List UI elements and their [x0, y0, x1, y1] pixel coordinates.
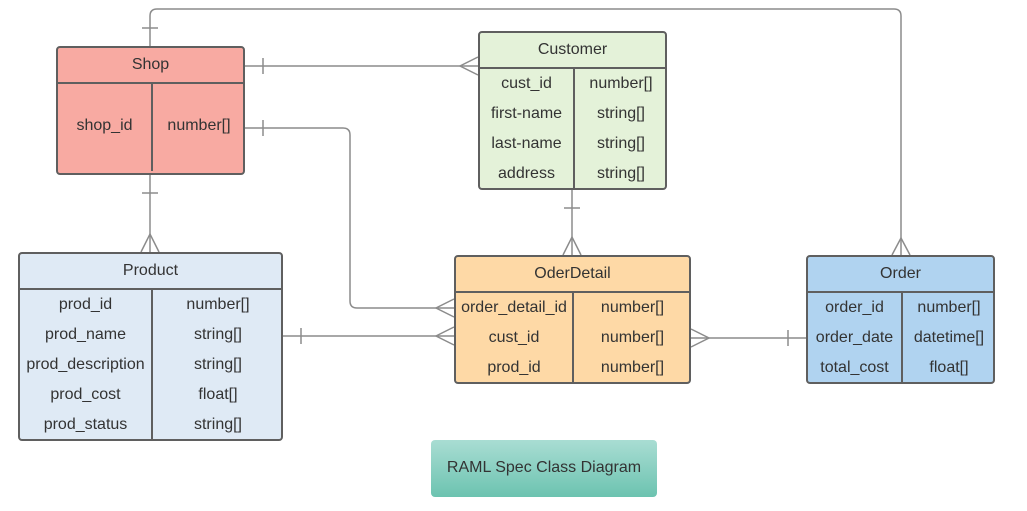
- field-row: shop_id number[]: [58, 111, 243, 141]
- field-row: address string[]: [480, 159, 665, 188]
- field-name: order_id: [825, 299, 884, 316]
- entity-customer[interactable]: Customer cust_id number[] first-name str…: [478, 31, 667, 190]
- entity-body: order_detail_id number[] cust_id number[…: [456, 293, 689, 382]
- field-type: string[]: [596, 165, 645, 182]
- field-name: prod_description: [26, 356, 145, 373]
- entity-shop[interactable]: Shop shop_id number[]: [56, 46, 245, 175]
- entity-body: shop_id number[]: [58, 84, 243, 171]
- field-name: order_date: [815, 329, 894, 346]
- entity-oderdetail[interactable]: OderDetail order_detail_id number[] cust…: [454, 255, 691, 384]
- field-type: string[]: [193, 326, 242, 343]
- field-row: order_id number[]: [808, 293, 993, 323]
- field-row: prod_status string[]: [20, 410, 281, 439]
- field-type: float[]: [929, 359, 969, 376]
- connector-order-oderdetail: [690, 328, 806, 348]
- field-row: prod_id number[]: [20, 290, 281, 320]
- connector-shop-order: [142, 8, 911, 256]
- entity-body: cust_id number[] first-name string[] las…: [480, 69, 665, 188]
- field-name: cust_id: [501, 75, 552, 92]
- field-row: total_cost float[]: [808, 353, 993, 382]
- field-type: number[]: [167, 117, 231, 134]
- entity-body: prod_id number[] prod_name string[] prod…: [20, 290, 281, 439]
- entity-title: Order: [808, 257, 993, 293]
- field-row: order_date datetime[]: [808, 323, 993, 353]
- field-row: prod_id number[]: [456, 353, 689, 382]
- field-name: last-name: [491, 135, 562, 152]
- field-type: string[]: [193, 416, 242, 433]
- field-row: first-name string[]: [480, 99, 665, 129]
- field-name: prod_id: [58, 296, 113, 313]
- connector-product-oderdetail: [283, 326, 455, 346]
- diagram-caption: RAML Spec Class Diagram: [431, 440, 657, 497]
- field-row: order_detail_id number[]: [456, 293, 689, 323]
- field-name: cust_id: [488, 329, 540, 346]
- entity-order[interactable]: Order order_id number[] order_date datet…: [806, 255, 995, 384]
- field-type: number[]: [600, 329, 665, 346]
- column-divider: [572, 293, 574, 382]
- field-type: string[]: [596, 105, 645, 122]
- column-divider: [573, 69, 575, 188]
- entity-title: Shop: [58, 48, 243, 84]
- connector-shop-oderdetail: [245, 120, 455, 318]
- field-name: order_detail_id: [461, 299, 567, 316]
- field-name: first-name: [490, 105, 563, 122]
- field-name: prod_id: [487, 359, 541, 376]
- field-name: prod_name: [45, 326, 126, 343]
- entity-title: Customer: [480, 33, 665, 69]
- field-type: number[]: [600, 299, 665, 316]
- field-row: cust_id number[]: [456, 323, 689, 353]
- entity-title: Product: [20, 254, 281, 290]
- field-row: cust_id number[]: [480, 69, 665, 99]
- column-divider: [151, 290, 153, 439]
- column-divider: [151, 84, 153, 171]
- field-name: total_cost: [820, 359, 889, 376]
- field-type: number[]: [600, 359, 665, 376]
- connector-shop-customer: [245, 56, 479, 76]
- entity-product[interactable]: Product prod_id number[] prod_name strin…: [18, 252, 283, 441]
- field-name: prod_cost: [50, 386, 121, 403]
- entity-body: order_id number[] order_date datetime[] …: [808, 293, 993, 382]
- connector-customer-oderdetail: [562, 190, 582, 256]
- field-type: string[]: [193, 356, 242, 373]
- field-type: number[]: [917, 299, 981, 316]
- field-name: address: [498, 165, 555, 182]
- field-row: prod_name string[]: [20, 320, 281, 350]
- field-name: prod_status: [43, 416, 128, 433]
- field-type: number[]: [186, 296, 250, 313]
- field-type: datetime[]: [913, 329, 985, 346]
- field-type: float[]: [198, 386, 238, 403]
- entity-title: OderDetail: [456, 257, 689, 293]
- field-row: prod_description string[]: [20, 350, 281, 380]
- field-row: last-name string[]: [480, 129, 665, 159]
- column-divider: [901, 293, 903, 382]
- connector-shop-product: [140, 175, 160, 253]
- field-type: string[]: [596, 135, 645, 152]
- field-row: prod_cost float[]: [20, 380, 281, 410]
- field-type: number[]: [589, 75, 653, 92]
- field-name: shop_id: [76, 117, 133, 134]
